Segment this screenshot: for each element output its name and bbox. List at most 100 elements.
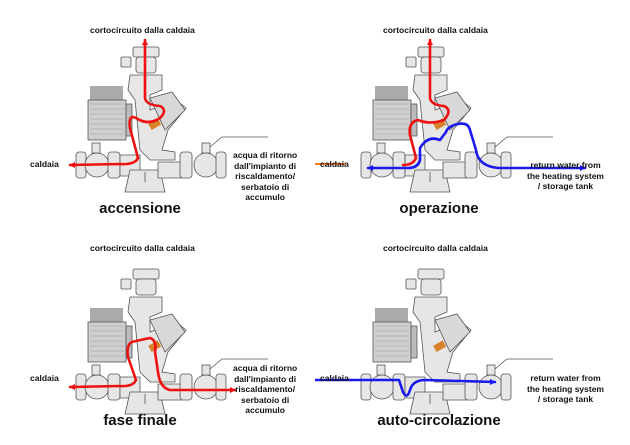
- return-water-label-line: accumulo: [245, 405, 285, 415]
- right-ball-valve: [179, 358, 268, 401]
- bottom-check-valve: [409, 383, 468, 415]
- flow-hot-bypass-mix: [366, 122, 587, 171]
- right-valve-stem: [486, 364, 496, 376]
- return-water-label-line: serbatoio di: [241, 181, 290, 192]
- return-water-label-line: acqua di ritorno: [233, 363, 298, 373]
- valve-body: [405, 268, 472, 383]
- left-valve-stem: [91, 364, 101, 376]
- phase-title: fase finale: [103, 412, 177, 429]
- right-ball: [193, 152, 219, 178]
- return-water-label-line: / storage tank: [537, 181, 594, 191]
- schematic-group: [315, 268, 553, 415]
- short-circuit-label: cortocircuito dalla caldaia: [90, 243, 195, 253]
- return-water-label-line: return water from: [530, 373, 601, 383]
- main-body: [127, 296, 187, 383]
- flow-arrow-head: [490, 379, 496, 385]
- right-valve-stem: [201, 142, 211, 154]
- top-nut: [132, 268, 160, 280]
- pump-motor: [372, 321, 412, 363]
- flow-arrow-head: [580, 165, 586, 171]
- panel-fase-finale: cortocircuito dalla caldaia caldaia acqua …: [0, 222, 315, 444]
- flow-arrow-head: [427, 39, 433, 45]
- return-water-label-line: the heating system: [527, 170, 604, 181]
- right-valve-handle: [494, 358, 553, 370]
- schematic-group: [68, 38, 268, 193]
- short-circuit-label: cortocircuito dalla caldaia: [90, 25, 195, 35]
- right-ball: [478, 152, 504, 178]
- left-valve-stem: [376, 364, 386, 376]
- right-valve-handle: [209, 358, 268, 370]
- short-circuit-label: cortocircuito dalla caldaia: [383, 243, 488, 253]
- right-valve-handle: [209, 136, 268, 148]
- right-pipe: [442, 161, 468, 179]
- right-ball: [478, 374, 504, 400]
- boiler-label: caldaia: [320, 159, 349, 169]
- right-valve-stem: [486, 142, 496, 154]
- left-ball: [369, 152, 395, 178]
- top-union: [135, 278, 157, 296]
- left-ball: [369, 374, 395, 400]
- right-union: [464, 373, 478, 401]
- flow-arrow-head: [69, 162, 75, 168]
- top-vent-valve: [120, 56, 132, 68]
- motor-head: [90, 86, 123, 100]
- flow-line: [315, 378, 497, 397]
- pump-motor: [372, 99, 412, 141]
- left-valve-stem: [91, 142, 101, 154]
- bottom-check-valve: [124, 161, 183, 193]
- main-body: [412, 296, 472, 383]
- return-water-label-line: dall'impianto di: [234, 160, 297, 171]
- return-water-label-line: acqua di ritorno: [233, 150, 298, 160]
- return-water-label-line: / storage tank: [537, 394, 594, 404]
- phase-title: accensione: [99, 200, 181, 217]
- return-water-label-line: riscaldamento/: [235, 384, 296, 394]
- valve-schematic: [315, 38, 587, 193]
- flow-line: [401, 38, 450, 167]
- motor-head: [375, 308, 408, 322]
- schematic-group: [315, 38, 587, 193]
- top-union: [420, 278, 442, 296]
- right-valve-stem: [201, 364, 211, 376]
- right-union: [179, 151, 193, 179]
- phase-title: auto-circolazione: [377, 412, 501, 429]
- right-end-nut: [500, 373, 512, 401]
- thermostatic-cartridge: [434, 313, 471, 353]
- right-valve-handle: [494, 136, 553, 148]
- pump-motor: [87, 321, 127, 363]
- boiler-label: caldaia: [30, 373, 59, 383]
- motor-head: [90, 308, 123, 322]
- right-pipe: [157, 161, 183, 179]
- left-union: [392, 373, 406, 401]
- return-water-label-line: serbatoio di: [241, 394, 290, 405]
- right-ball-valve: [464, 136, 553, 179]
- right-end-nut: [215, 373, 227, 401]
- phase-title: operazione: [399, 200, 479, 217]
- main-body: [127, 74, 187, 161]
- valve-schematic: [68, 268, 268, 415]
- top-vent-valve: [405, 56, 417, 68]
- top-vent-valve: [405, 278, 417, 290]
- flow-hot-bypass-mix: [401, 38, 450, 167]
- left-end-nut: [360, 151, 372, 179]
- schematic-group: [68, 268, 268, 415]
- right-end-nut: [215, 151, 227, 179]
- right-union: [179, 373, 193, 401]
- motor-head: [375, 86, 408, 100]
- flow-cold-direct: [315, 378, 497, 397]
- valve-body: [120, 268, 187, 383]
- valve-schematic: [68, 38, 268, 193]
- right-ball: [193, 374, 219, 400]
- pump-motor: [87, 99, 127, 141]
- right-pipe: [157, 383, 183, 401]
- flow-line: [68, 336, 237, 392]
- top-nut: [417, 268, 445, 280]
- return-water-label-line: return water from: [530, 160, 601, 170]
- flow-arrow-head: [230, 387, 236, 393]
- thermostatic-element: [148, 118, 162, 130]
- boiler-label: caldaia: [30, 159, 59, 169]
- short-circuit-label: cortocircuito dalla caldaia: [383, 25, 488, 35]
